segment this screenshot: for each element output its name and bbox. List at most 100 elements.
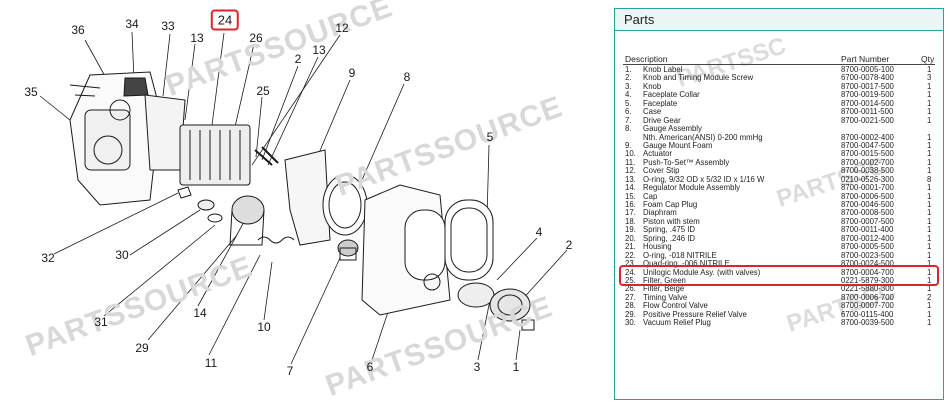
parts-cell-qty: 1 [927,216,932,226]
parts-cell-desc: Faceplate Collar [643,90,700,100]
parts-cell-pn: 8700-0011-400 [841,225,894,235]
parts-cell-desc: Drive Gear [643,115,681,125]
parts-cell-qty: 1 [927,98,932,108]
parts-cell-num: 5. [625,98,632,108]
parts-cell-num: 28. [625,301,636,311]
parts-cell-num: 1. [625,65,632,74]
parts-cell-desc: Filter, Green [643,275,686,285]
callout-30: 30 [115,248,129,262]
callout-9: 9 [348,66,356,80]
parts-cell-pn: 8700-0005-100 [841,65,894,74]
parts-cell-num: 30. [625,318,636,328]
callout-2b: 2 [565,238,573,252]
parts-cell-pn: 8700-0007-700 [841,301,894,311]
parts-cell-num: 21. [625,242,636,252]
parts-cell-desc: Knob [643,81,662,91]
parts-cell-num: 6. [625,107,632,117]
parts-cell-pn: 8700-0004-700 [841,267,894,277]
parts-cell-qty: 1 [927,149,932,159]
parts-cell-pn: 8700-0038-500 [841,166,894,176]
parts-list-panel: Parts PARTSSC PARTSSC PARTSSC Descriptio… [614,8,944,400]
parts-cell-pn: 8700-0006-700 [841,292,894,302]
callout-4: 4 [535,225,543,239]
callout-14: 14 [193,306,207,320]
parts-cell-qty: 1 [927,183,932,193]
part-case [361,184,451,316]
callout-24-highlighted: 24 [210,9,240,31]
callout-7: 7 [286,364,294,378]
parts-cell-qty: 3 [927,73,932,83]
parts-cell-desc2: Nth. American(ANSI) 0-200 mmHg [643,132,763,142]
parts-cell-pn: 0221-5880-300 [841,284,894,294]
parts-cell-qty: 1 [927,309,932,319]
parts-cell-desc: Knob Label [643,65,683,74]
header-qty: Qty [921,54,935,64]
parts-cell-desc: Positive Pressure Relief Valve [643,309,747,319]
part-housing-left [69,71,161,206]
parts-cell-desc: Spring, .475 ID [643,225,696,235]
parts-cell-num: 16. [625,200,636,210]
parts-cell-pn: 8700-0011-500 [841,107,894,117]
callout-8: 8 [403,70,411,84]
parts-cell-pn: 8700-0005-500 [841,242,894,252]
parts-cell-qty: 1 [927,200,932,210]
parts-cell-desc: Cover Stip [643,166,680,176]
parts-cell-desc: Regulator Module Assembly [643,183,741,193]
parts-cell-num: 9. [625,140,632,150]
part-33 [144,94,186,171]
parts-cell-desc: Case [643,107,662,117]
parts-cell-desc: Faceplate [643,98,678,108]
callout-2: 2 [294,52,302,66]
parts-cell-qty: 1 [927,81,932,91]
parts-cell-num: 4. [625,90,632,100]
header-divider [623,64,935,65]
parts-cell-qty: 1 [927,275,932,285]
parts-cell-desc: Push-To-Set™ Assembly [643,157,730,167]
parts-cell-desc: Housing [643,242,672,252]
parts-cell-pn: 8700-0014-500 [841,98,894,108]
screw-2a [254,149,273,166]
part-knob-label [521,319,535,331]
part-knob [489,288,531,322]
parts-cell-pn: 8700-0015-500 [841,149,894,159]
callout-3: 3 [473,360,481,374]
parts-cell-desc: Timing Valve [643,292,688,302]
parts-cell-num: 11. [625,157,636,167]
exploded-view-drawing [39,31,568,365]
parts-cell-num: 20. [625,233,636,243]
parts-cell-num: 7. [625,115,632,125]
exploded-diagram: PARTSSOURCE PARTSSOURCE PARTSSOURCE PART… [21,0,573,403]
parts-cell-desc: Quad-ring, -006 NITRILE [643,259,730,269]
part-regulator [229,195,265,246]
parts-cell-qty: 1 [927,301,932,311]
parts-cell-qty: 1 [927,225,932,235]
parts-cell-pn: 8700-0002-700 [841,157,894,167]
parts-cell-desc: Spring, .246 ID [643,233,696,243]
part-32 [177,186,192,199]
parts-cell-desc: Gauge Assembly [643,124,702,134]
parts-cell-qty: 1 [927,233,932,243]
parts-cell-qty: 1 [927,90,932,100]
parts-cell-pn: 6700-0078-400 [841,73,894,83]
callout-33: 33 [161,19,175,33]
parts-cell-qty: 1 [927,267,932,277]
parts-cell-desc: O-ring, 9/32 OD x 5/32 ID x 1/16 W [643,174,765,184]
callout-32: 32 [41,251,55,265]
part-faceplate [444,199,494,281]
part-unilogic-module [179,124,251,186]
parts-cell-num: 8. [625,124,632,134]
